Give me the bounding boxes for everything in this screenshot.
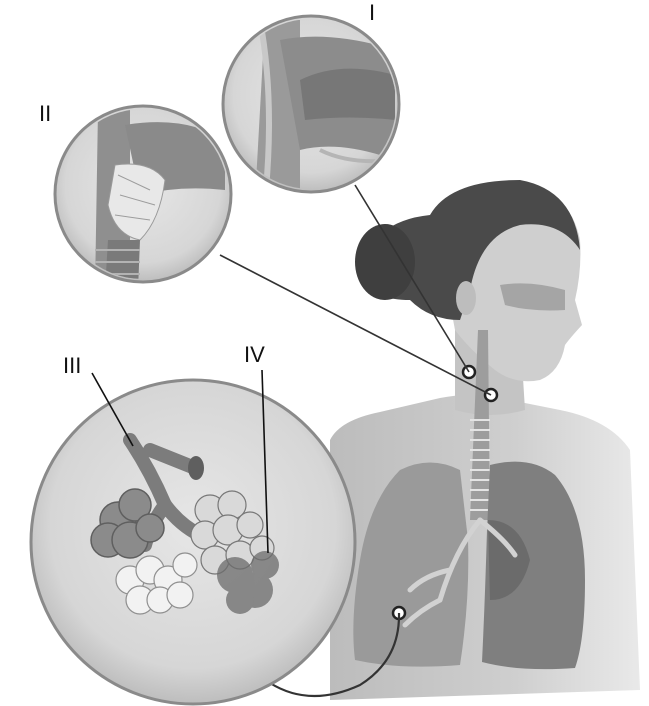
label-iv: IV: [244, 344, 265, 366]
magnifier-bubble-i: [223, 16, 399, 200]
magnifier-bubble-ii: [55, 106, 231, 290]
human-figure: [330, 180, 640, 700]
label-ii: II: [39, 103, 51, 125]
label-i: I: [369, 2, 375, 24]
label-iii: III: [63, 355, 81, 377]
magnifier-bubble-alveoli: [31, 380, 355, 704]
ear: [456, 281, 476, 315]
